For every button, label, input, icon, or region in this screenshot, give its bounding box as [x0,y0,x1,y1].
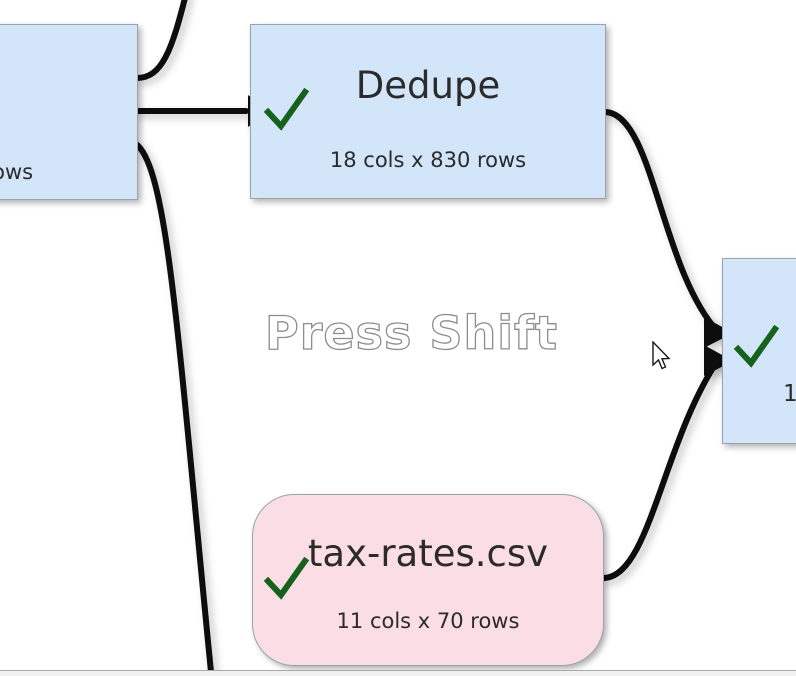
node-tax-rates-csv[interactable]: tax-rates.csv 11 cols x 70 rows [252,494,604,666]
canvas-bottom-border [0,670,796,671]
node-tax-rates-title: tax-rates.csv [307,532,549,575]
node-right-clipped[interactable]: 1 [722,258,796,444]
node-dedupe[interactable]: Dedupe 18 cols x 830 rows [250,24,606,199]
edge-dedupe-to-right [603,109,721,335]
mouse-pointer-icon [652,341,671,370]
press-shift-hint: Press Shift [264,305,559,360]
node-left-subtitle: x rows [0,160,34,184]
node-right-subtitle: 1 [783,381,796,407]
node-dedupe-subtitle: 18 cols x 830 rows [329,148,527,172]
edge-tax-to-right [601,357,721,581]
node-dedupe-title: Dedupe [355,64,501,107]
node-left-clipped[interactable]: x rows [0,24,138,200]
canvas-bottom-strip [0,671,796,676]
edge-left-to-top [134,0,188,81]
edge-left-to-bottom [133,141,215,676]
node-tax-rates-subtitle: 11 cols x 70 rows [336,609,520,633]
